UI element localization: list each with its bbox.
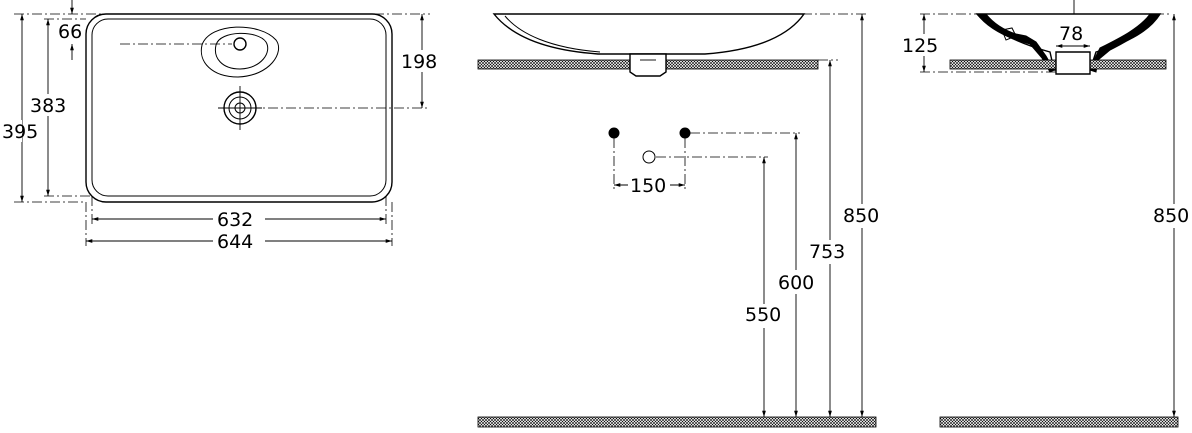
dim-fixing-spacing: 150	[630, 175, 666, 197]
floor-side	[939, 416, 1179, 428]
side-view: 125 78 850	[900, 0, 1192, 428]
dim-waste-height: 550	[745, 304, 781, 326]
dim-side-total-height: 850	[1153, 205, 1189, 227]
dim-inner-width: 632	[217, 209, 253, 231]
floor-front	[477, 416, 877, 428]
dim-waste-offset: 198	[401, 51, 437, 73]
tap-hole	[233, 37, 247, 51]
fixing-bolt-left	[608, 127, 620, 139]
top-view: 66 383 395 198 632 644	[0, 0, 442, 253]
dim-supply-height: 600	[778, 272, 814, 294]
dim-front-total-height: 850	[843, 205, 879, 227]
basin-bowl-front	[492, 13, 806, 55]
dim-countertop-height: 753	[809, 241, 845, 263]
dim-tap-offset: 66	[58, 21, 82, 43]
supply-point	[642, 150, 656, 164]
dim-outer-depth: 395	[2, 121, 38, 143]
dim-waste-diameter: 78	[1059, 23, 1083, 45]
front-view: 150 550 600 753 850	[477, 13, 882, 428]
fixing-bolt-right	[679, 127, 691, 139]
basin-inner-outline	[91, 18, 387, 197]
tap-platform	[200, 26, 280, 78]
dim-inner-depth: 383	[30, 95, 66, 117]
dim-bowl-height: 125	[902, 35, 938, 57]
dim-outer-width: 644	[217, 231, 253, 253]
